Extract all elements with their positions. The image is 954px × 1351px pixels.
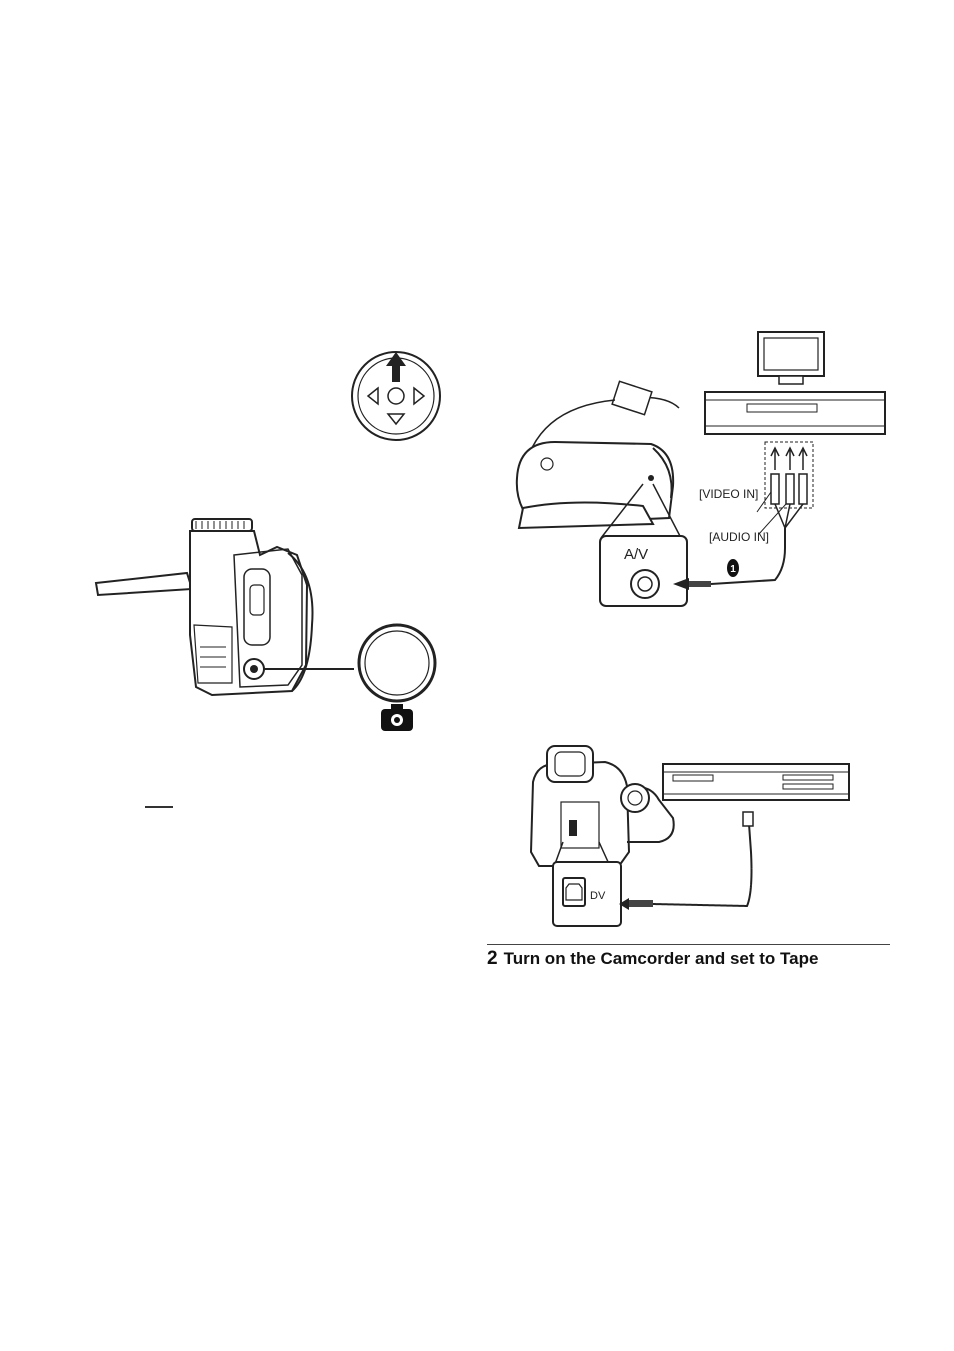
jack-label-av: A/V [624, 546, 648, 563]
dash-mark [145, 806, 173, 808]
jack-label-dv: DV [590, 890, 605, 902]
marker-1: 1 [730, 564, 736, 575]
step-text: Turn on the Camcorder and set to Tape [504, 949, 819, 968]
label-audio-in: [AUDIO IN] [709, 530, 769, 544]
dv-connection-diagram [523, 742, 853, 930]
step-number: 2 [487, 948, 498, 969]
label-video-in: [VIDEO IN] [699, 487, 758, 501]
step-heading: 2 Turn on the Camcorder and set to Tape [487, 944, 890, 970]
joystick-dial-illustration [348, 350, 444, 442]
av-connection-diagram: 1 [503, 328, 893, 610]
camcorder-side-illustration [92, 515, 442, 737]
camera-icon [381, 704, 413, 731]
